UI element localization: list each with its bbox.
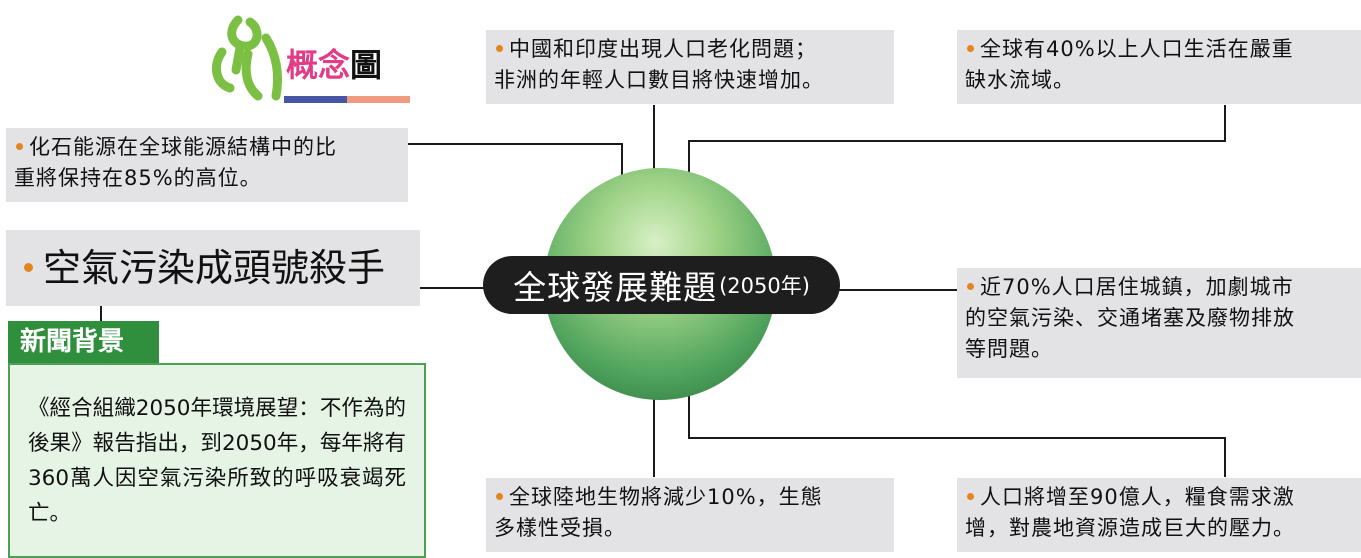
node-fossil: 化石能源在全球能源結構中的比 重將保持在85%的高位。	[6, 128, 408, 202]
central-topic-title: 全球發展難題	[513, 268, 718, 307]
central-topic-year: (2050年)	[719, 274, 810, 298]
bullet-icon	[496, 44, 503, 52]
bullet-icon	[967, 282, 974, 290]
bullet-icon	[16, 142, 23, 150]
connector-line	[1224, 437, 1226, 477]
news-background-header: 新聞背景	[8, 321, 159, 363]
logo-underline	[284, 96, 410, 103]
connector-line	[420, 287, 486, 289]
bullet-icon	[967, 44, 974, 52]
connector-line	[688, 140, 1226, 142]
bullet-icon	[967, 492, 974, 500]
node-biodiversity: 全球陸地生物將減少10%，生態 多樣性受損。	[486, 478, 894, 552]
node-air-headline: 空氣污染成頭號殺手	[6, 230, 420, 306]
connector-line	[653, 395, 655, 477]
node-aging: 中國和印度出現人口老化問題； 非洲的年輕人口數目將快速增加。	[486, 30, 894, 104]
connector-line	[1224, 105, 1226, 142]
node-water: 全球有40%以上人口生活在嚴重 缺水流域。	[957, 30, 1361, 104]
connector-line	[688, 140, 690, 175]
connector-line	[621, 143, 623, 175]
concept-map-title: 概念圖	[286, 46, 383, 84]
node-food: 人口將增至90億人，糧食需求激 增，對農地資源造成巨大的壓力。	[957, 478, 1361, 552]
concept-map-logo-icon	[211, 15, 283, 101]
bullet-icon	[496, 492, 503, 500]
bullet-icon	[24, 263, 33, 272]
node-urban: 近70%人口居住城鎮，加劇城市 的空氣污染、交通堵塞及廢物排放 等問題。	[957, 268, 1361, 378]
central-topic: 全球發展難題 (2050年)	[483, 256, 840, 314]
connector-line	[688, 437, 1226, 439]
news-background-body: 《經合組織2050年環境展望：不作為的後果》報告指出，到2050年，每年將有36…	[8, 363, 426, 558]
connector-line	[408, 143, 623, 145]
connector-line	[838, 289, 963, 291]
connector-line	[653, 105, 655, 175]
connector-line	[688, 395, 690, 439]
connector-line	[100, 306, 102, 322]
